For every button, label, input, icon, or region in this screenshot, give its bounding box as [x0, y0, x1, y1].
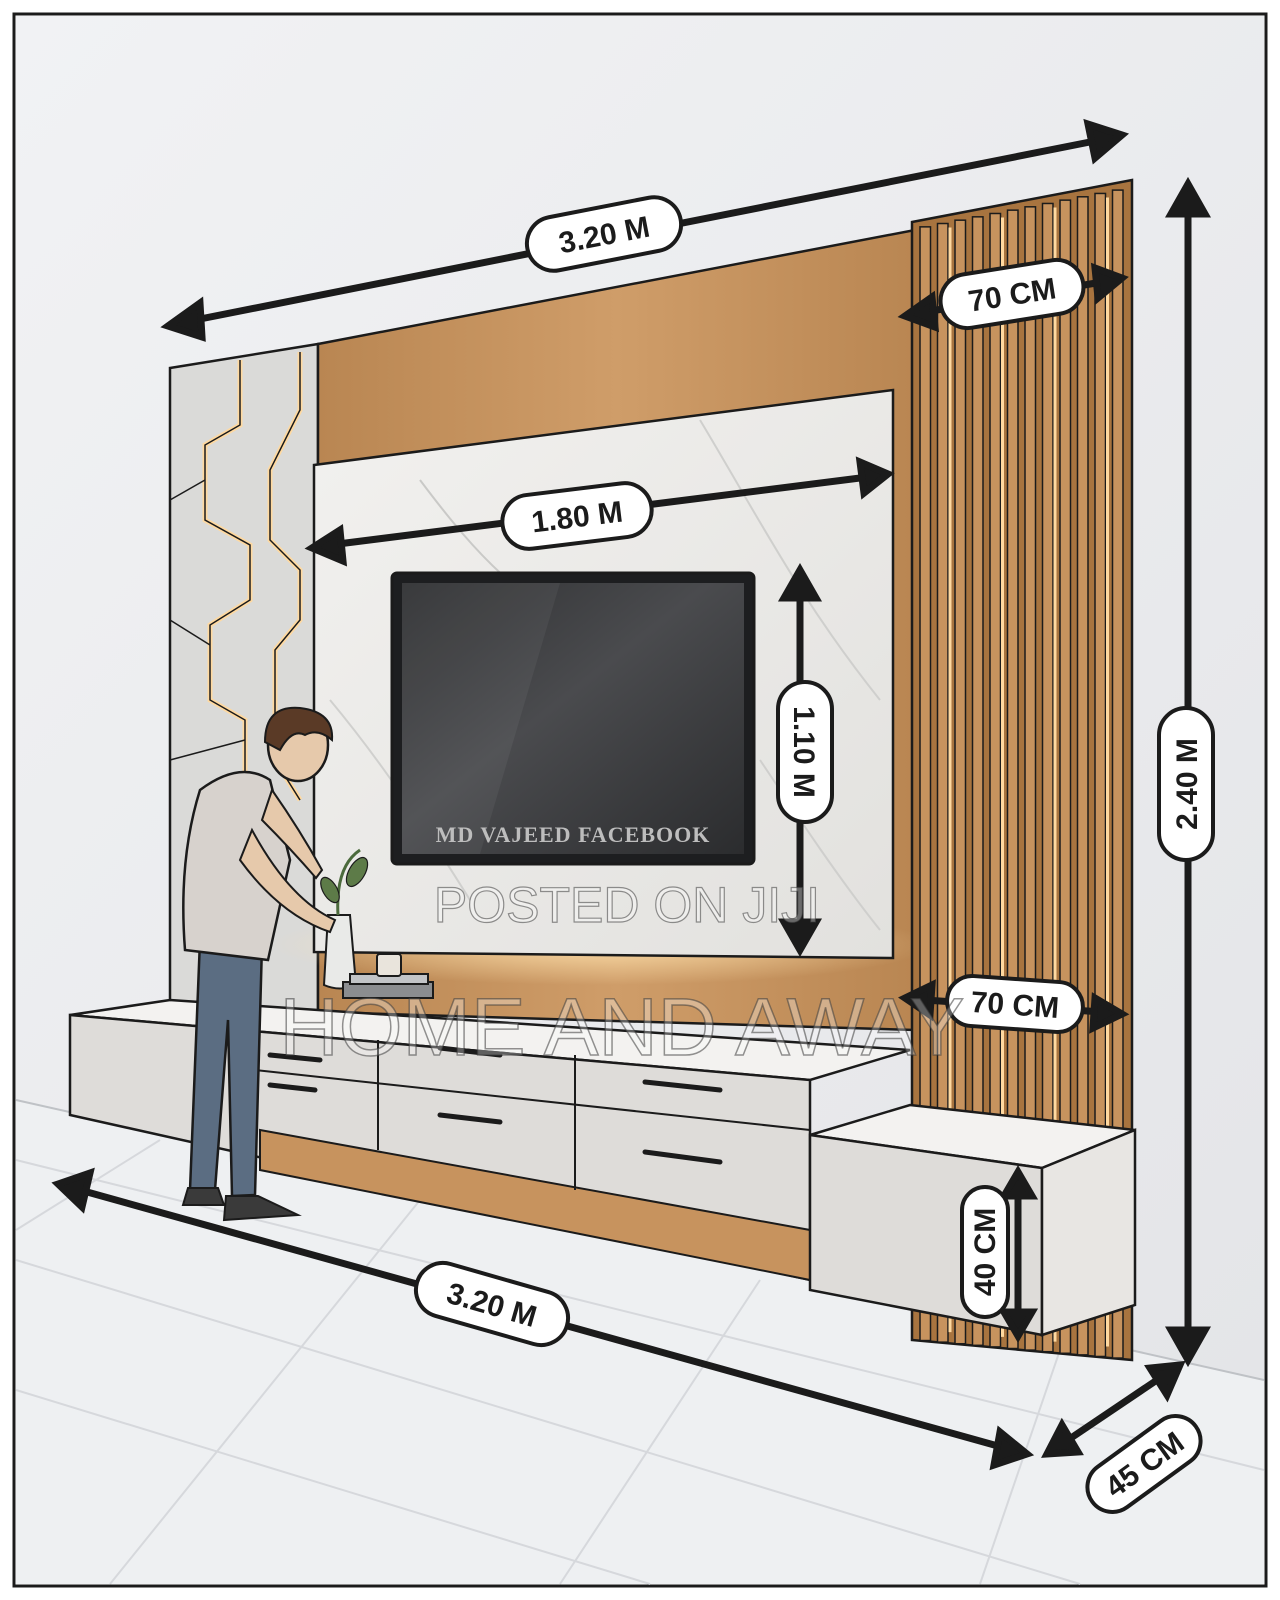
wood-slat	[1041, 202, 1054, 1353]
label-floor-width: 3.20 M	[413, 1260, 571, 1348]
wood-slat	[1094, 192, 1107, 1358]
wood-slat	[1024, 206, 1037, 1351]
wood-slat	[919, 226, 932, 1342]
wood-slat	[1006, 209, 1019, 1350]
tv-watermark-text: MD VAJEED FACEBOOK	[436, 822, 711, 847]
floor	[16, 1100, 1264, 1584]
wood-slat	[1059, 199, 1072, 1355]
label-top-width: 3.20 M	[524, 195, 684, 273]
depth-arrow	[1063, 1375, 1162, 1445]
television: MD VAJEED FACEBOOK	[390, 571, 756, 866]
label-cabinet-height: 40 CM	[960, 1185, 1010, 1319]
image-frame	[12, 12, 1268, 1588]
svg-text:40 CM: 40 CM	[969, 1208, 1002, 1296]
svg-text:2.40 M: 2.40 M	[1171, 738, 1204, 830]
wood-slat	[989, 212, 1002, 1348]
decor-books-candle	[342, 953, 434, 999]
wood-slat	[936, 222, 949, 1343]
wood-slat	[1111, 189, 1124, 1359]
svg-text:70 CM: 70 CM	[970, 986, 1060, 1025]
label-total-height: 2.40 M	[1157, 706, 1215, 862]
wood-slat	[1076, 196, 1089, 1356]
watermark-home-and-away: HOME AND AWAY	[280, 982, 965, 1073]
wood-slat	[954, 219, 967, 1345]
label-slat-top: 70 CM	[938, 257, 1086, 331]
watermark-posted-on: POSTED ON JIJI	[434, 877, 820, 933]
wood-slat	[971, 216, 984, 1347]
label-panel-width: 1.80 M	[500, 481, 654, 551]
person-figure	[181, 706, 337, 1222]
svg-text:1.10 M: 1.10 M	[787, 706, 820, 798]
slat-group	[919, 189, 1124, 1359]
label-tv-height: 1.10 M	[776, 680, 834, 824]
label-slat-mid: 70 CM	[945, 974, 1085, 1034]
